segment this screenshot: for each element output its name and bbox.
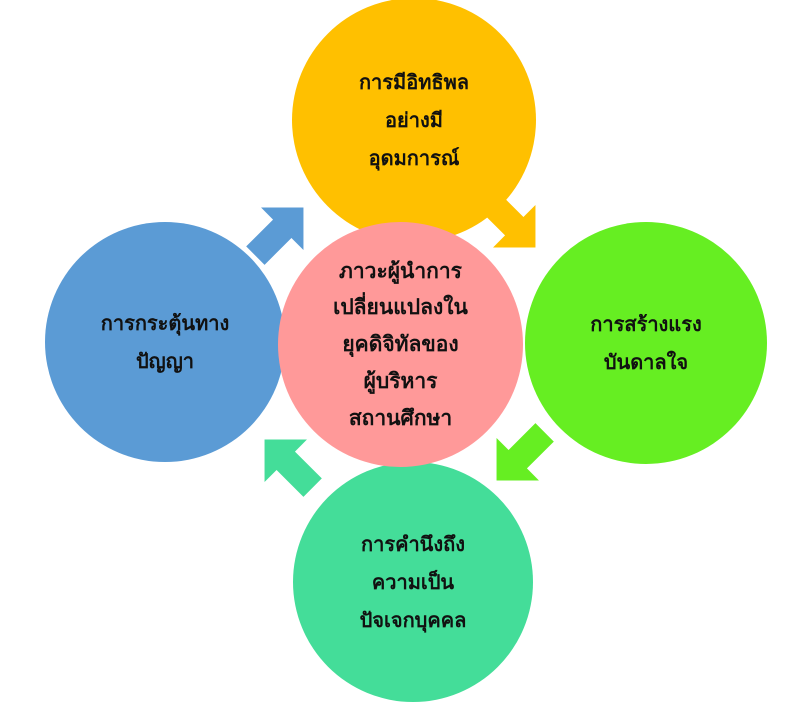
- arrow-bottom-to-left-icon: [264, 439, 322, 497]
- right-line-1: การสร้างแรง: [590, 312, 702, 336]
- center-line-4: ผู้บริหาร: [363, 368, 438, 393]
- center-line-2: เปลี่ยนแปลงใน: [333, 295, 468, 320]
- arrow-left-to-top-icon: [246, 207, 304, 265]
- top-line-1: การมีอิทธิพล: [358, 70, 470, 94]
- bottom-line-3: ปัจเจกบุคคล: [359, 608, 467, 632]
- center-line-1: ภาวะผู้นำการ: [339, 258, 462, 283]
- center-line-3: ยุคดิจิทัลของ: [342, 332, 459, 357]
- bottom-circle-individualized-consideration: การคำนึงถึง ความเป็น ปัจเจกบุคคล: [293, 462, 533, 702]
- left-line-2: ปัญญา: [135, 349, 194, 373]
- right-circle-inspirational-motivation: การสร้างแรง บันดาลใจ: [525, 222, 767, 464]
- bottom-line-2: ความเป็น: [371, 570, 455, 594]
- left-circle-intellectual-stimulation: การกระตุ้นทาง ปัญญา: [45, 222, 285, 462]
- top-line-3: อุดมการณ์: [368, 146, 460, 170]
- center-line-5: สถานศึกษา: [348, 405, 453, 430]
- arrow-right-to-bottom-icon: [496, 423, 554, 481]
- top-circle-idealized-influence: การมีอิทธิพล อย่างมี อุดมการณ์: [292, 0, 536, 242]
- left-line-1: การกระตุ้นทาง: [100, 311, 230, 335]
- right-line-2: บันดาลใจ: [603, 350, 689, 374]
- bottom-line-1: การคำนึงถึง: [360, 532, 465, 556]
- top-line-2: อย่างมี: [385, 108, 443, 132]
- center-circle-transformational-leadership: ภาวะผู้นำการ เปลี่ยนแปลงใน ยุคดิจิทัลของ…: [278, 222, 523, 467]
